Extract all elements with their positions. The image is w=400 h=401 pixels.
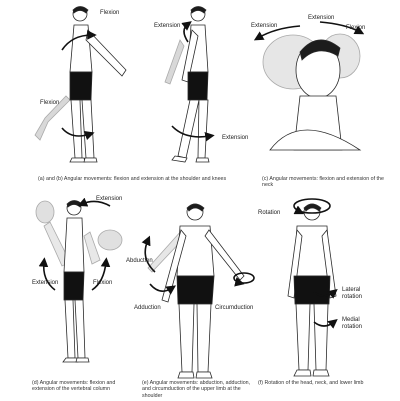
label-extension-neck-left: Extension xyxy=(251,23,278,29)
caption-c: (c) Angular movements: flexion and exten… xyxy=(262,176,384,189)
figure-e xyxy=(147,203,245,379)
motion-arrows-d xyxy=(38,197,111,291)
caption-f: (f) Rotation of the head, neck, and lowe… xyxy=(258,380,364,386)
figure-a xyxy=(34,6,127,163)
label-medial-rotation: Medial rotation xyxy=(342,317,363,330)
motion-arrows-e xyxy=(141,235,255,295)
figure-f xyxy=(287,203,337,377)
figure-b xyxy=(164,6,210,163)
motion-arrows-ab xyxy=(61,21,215,142)
label-adduction: Adduction xyxy=(134,305,161,311)
caption-d: (d) Angular movements: flexion and exten… xyxy=(32,380,116,393)
label-flexion-column: Flexion xyxy=(93,280,113,286)
figure-d xyxy=(35,200,123,363)
label-lateral-rotation: Lateral rotation xyxy=(342,287,363,300)
label-extension-column-top: Extension xyxy=(96,196,123,202)
label-circumduction: Circumduction xyxy=(215,305,254,311)
caption-e: (e) Angular movements: abduction, adduct… xyxy=(142,380,251,399)
label-abduction: Abduction xyxy=(126,258,153,264)
figure-c xyxy=(262,33,362,151)
label-extension-shoulder: Extension xyxy=(154,23,181,29)
label-flexion-shoulder: Flexion xyxy=(100,10,120,16)
label-flexion-neck: Flexion xyxy=(346,25,366,31)
caption-ab: (a) and (b) Angular movements: flexion a… xyxy=(38,176,227,182)
label-rotation: Rotation xyxy=(258,210,281,216)
label-extension-neck-top: Extension xyxy=(308,15,335,21)
motion-arrows-c xyxy=(253,21,365,41)
label-extension-knee: Extension xyxy=(222,135,249,141)
motion-arrows-f xyxy=(293,198,338,329)
label-flexion-knee: Flexion xyxy=(40,100,60,106)
label-extension-column-left: Extension xyxy=(32,280,59,286)
